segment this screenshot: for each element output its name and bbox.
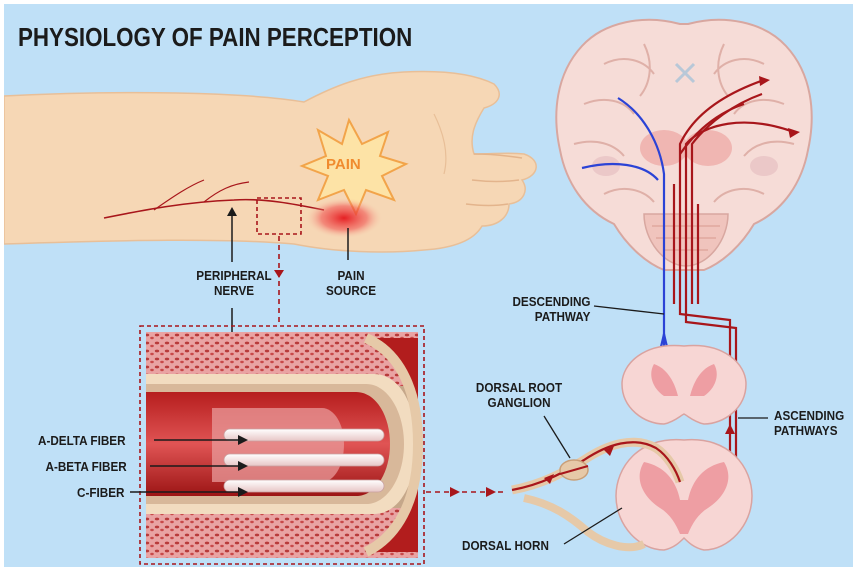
dorsal-root-ganglion-line-2: GANGLION (470, 395, 569, 410)
ascending-pathways-label: ASCENDING PATHWAYS (774, 408, 846, 438)
ascending-pathways-line-1: ASCENDING (774, 408, 846, 423)
dorsal-root-ganglion-line-1: DORSAL ROOT (470, 380, 569, 395)
descending-pathway-line-1: DESCENDING (492, 294, 591, 309)
a-beta-fiber-label: A-BETA FIBER (46, 459, 145, 474)
peripheral-nerve-label: PERIPHERAL NERVE (189, 268, 279, 298)
a-delta-fiber-label: A-DELTA FIBER (38, 433, 146, 448)
dorsal-root-ganglion-label: DORSAL ROOT GANGLION (470, 380, 569, 410)
page-title: PHYSIOLOGY OF PAIN PERCEPTION (18, 22, 412, 53)
pain-source-line-2: SOURCE (320, 283, 383, 298)
diagram-graphics (4, 4, 853, 567)
descending-pathway-line-2: PATHWAY (492, 309, 591, 324)
ascending-pathways-line-2: PATHWAYS (774, 423, 846, 438)
pain-burst-label: PAIN (326, 156, 361, 173)
dorsal-root-ganglion-leader (544, 416, 570, 458)
peripheral-nerve-line-2: NERVE (189, 283, 279, 298)
pain-source-label: PAIN SOURCE (320, 268, 383, 298)
pain-source-line-1: PAIN (320, 268, 383, 283)
spinal-cord-upper (622, 346, 746, 424)
peripheral-nerve-line-1: PERIPHERAL (189, 268, 279, 283)
pain-source-glow (306, 198, 382, 238)
dorsal-horn-label: DORSAL HORN (462, 538, 570, 553)
descending-pathway-leader (594, 306, 664, 314)
c-fiber-label: C-FIBER (77, 485, 131, 500)
spinal-cord-lower (616, 440, 752, 550)
nerve-cross-section (140, 326, 424, 564)
descending-pathway-label: DESCENDING PATHWAY (492, 294, 591, 324)
brain-illustration (556, 20, 811, 270)
diagram-canvas: PHYSIOLOGY OF PAIN PERCEPTION PAIN PERIP… (4, 4, 853, 567)
hand-illustration (4, 72, 536, 253)
